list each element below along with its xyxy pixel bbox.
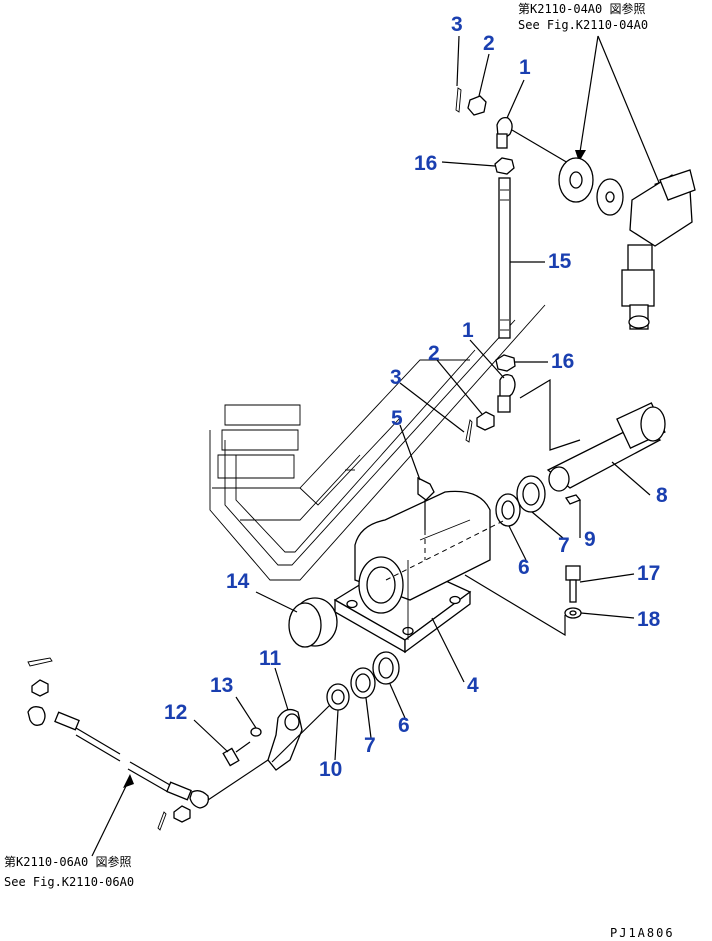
lower-linkage [27, 657, 269, 831]
callout-6: 6 [518, 556, 530, 579]
callout-12: 12 [164, 701, 187, 724]
callout-8: 8 [656, 484, 668, 507]
callout-10: 10 [319, 758, 342, 781]
callout-7: 7 [364, 734, 376, 757]
bolt-and-washer [464, 565, 582, 637]
callout-7: 7 [558, 534, 570, 557]
reference-top-en: See Fig.K2110-04A0 [518, 18, 648, 32]
cab-frame-outline [209, 304, 546, 581]
callout-14: 14 [226, 570, 250, 593]
housing [333, 490, 491, 654]
callout-6: 6 [398, 714, 410, 737]
control-rod-assembly [455, 87, 516, 443]
callout-3: 3 [390, 366, 402, 389]
callout-4: 4 [467, 674, 479, 697]
grease-fitting [417, 476, 435, 530]
callout-1: 1 [462, 319, 474, 342]
callout-15: 15 [548, 250, 572, 273]
reference-bottom-en: See Fig.K2110-06A0 [4, 875, 134, 889]
assembly-dashed-lines [385, 519, 506, 581]
callout-labels: 3 2 1 16 15 1 2 16 3 5 8 9 7 6 17 14 18 … [164, 13, 668, 781]
drawing-code: PJ1A806 [610, 926, 675, 940]
reference-top-ja: 第K2110-04A0 図参照 [518, 1, 645, 16]
reference-bottom-ja: 第K2110-06A0 図参照 [4, 854, 131, 869]
callout-17: 17 [637, 562, 660, 585]
reference-arrow-bottom [91, 774, 134, 857]
shaft [546, 402, 666, 492]
plug [288, 597, 338, 648]
callout-18: 18 [637, 608, 661, 631]
bearings-lower [326, 651, 400, 711]
callout-11: 11 [259, 647, 282, 670]
lever-assembly [222, 704, 331, 771]
callout-2: 2 [483, 32, 495, 55]
callout-3: 3 [451, 13, 463, 36]
callout-16: 16 [551, 350, 574, 373]
bearings-upper [495, 475, 546, 527]
callout-13: 13 [210, 674, 233, 697]
key [564, 494, 582, 505]
leader-lines [193, 35, 651, 761]
referenced-linkage [511, 129, 696, 330]
callout-16: 16 [414, 152, 437, 175]
callout-5: 5 [391, 407, 403, 430]
callout-2: 2 [428, 342, 440, 365]
callout-1: 1 [519, 56, 531, 79]
callout-9: 9 [584, 528, 596, 551]
